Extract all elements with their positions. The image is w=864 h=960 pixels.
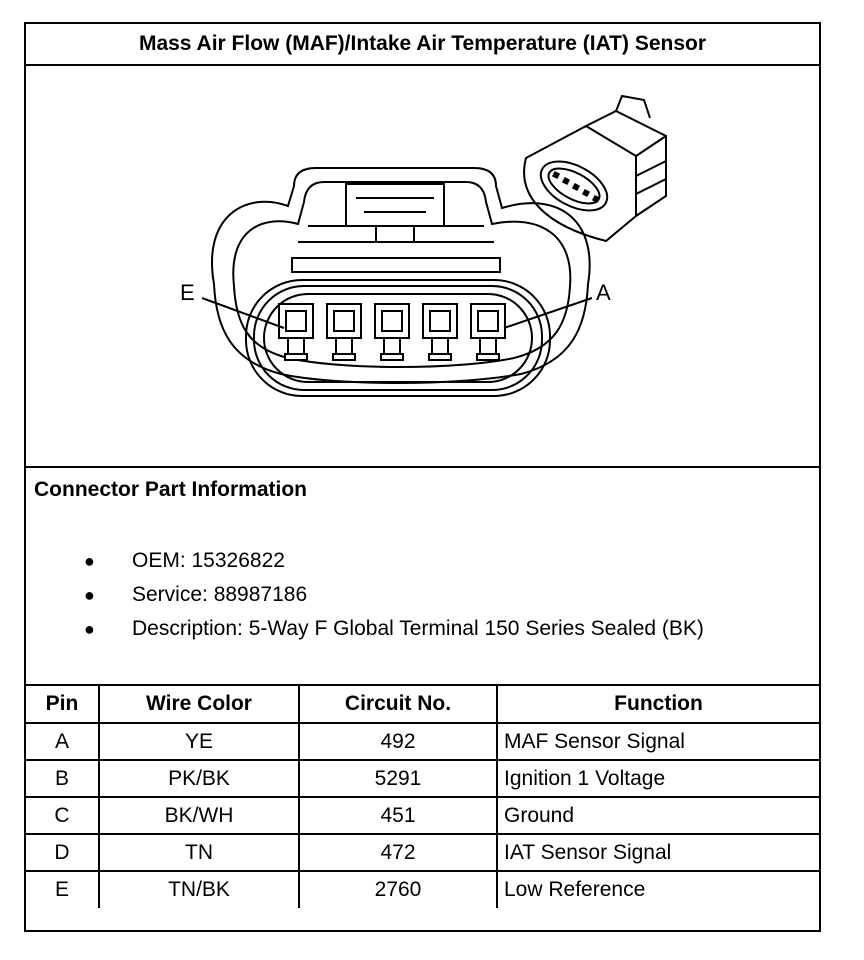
connector-info-heading: Connector Part Information xyxy=(34,478,308,501)
connector-outer-housing xyxy=(211,167,591,384)
table-row: C BK/WH 451 Ground xyxy=(26,796,819,835)
cell-circuit-no: 492 xyxy=(298,722,498,761)
cell-function: MAF Sensor Signal xyxy=(496,722,819,761)
terminal-b xyxy=(422,303,458,361)
pin-table: Pin Wire Color Circuit No. Function A YE… xyxy=(26,686,819,908)
bullet-icon: ● xyxy=(84,585,95,605)
leader-line-e xyxy=(201,297,285,329)
cell-function: Ignition 1 Voltage xyxy=(496,759,819,798)
bullet-icon: ● xyxy=(84,551,95,571)
bullet-icon: ● xyxy=(84,619,95,639)
terminal-e xyxy=(278,303,314,361)
latch-detail xyxy=(356,197,434,213)
header-circuit-no: Circuit No. xyxy=(298,686,498,724)
connector-iso-view xyxy=(523,94,667,243)
cell-circuit-no: 472 xyxy=(298,833,498,872)
connector-drawing: E A xyxy=(180,94,667,397)
cell-wire-color: BK/WH xyxy=(98,796,300,835)
cell-function: Low Reference xyxy=(496,870,819,908)
cell-circuit-no: 2760 xyxy=(298,870,498,908)
table-row: E TN/BK 2760 Low Reference xyxy=(26,870,819,908)
cavity-ring-inner xyxy=(263,293,533,383)
leader-line-a xyxy=(503,297,593,329)
header-function: Function xyxy=(496,686,819,724)
header-pin: Pin xyxy=(26,686,100,724)
table-row: A YE 492 MAF Sensor Signal xyxy=(26,722,819,761)
cell-pin: D xyxy=(26,833,100,872)
cell-pin: B xyxy=(26,759,100,798)
connector-part-info: Connector Part Information ● OEM: 153268… xyxy=(26,468,819,686)
cavity-ring-mid xyxy=(253,285,543,391)
connector-inner-housing xyxy=(232,181,572,368)
pin-label-a: A xyxy=(596,280,611,305)
cell-pin: C xyxy=(26,796,100,835)
info-item-text: Description: 5-Way F Global Terminal 150… xyxy=(132,617,704,640)
cell-circuit-no: 451 xyxy=(298,796,498,835)
info-item-text: Service: 88987186 xyxy=(132,583,308,606)
cell-wire-color: YE xyxy=(98,722,300,761)
cell-function: IAT Sensor Signal xyxy=(496,833,819,872)
terminal-d xyxy=(326,303,362,361)
table-row: B PK/BK 5291 Ignition 1 Voltage xyxy=(26,759,819,798)
connector-sheet: Mass Air Flow (MAF)/Intake Air Temperatu… xyxy=(24,22,821,932)
cell-pin: E xyxy=(26,870,100,908)
cell-pin: A xyxy=(26,722,100,761)
table-header-row: Pin Wire Color Circuit No. Function xyxy=(26,686,819,724)
table-row: D TN 472 IAT Sensor Signal xyxy=(26,833,819,872)
info-item-text: OEM: 15326822 xyxy=(132,549,285,572)
pin-label-e: E xyxy=(180,280,195,305)
cell-function: Ground xyxy=(496,796,819,835)
sheet-title: Mass Air Flow (MAF)/Intake Air Temperatu… xyxy=(26,24,819,66)
cell-wire-color: TN/BK xyxy=(98,870,300,908)
cell-circuit-no: 5291 xyxy=(298,759,498,798)
terminal-a xyxy=(470,303,506,361)
cell-wire-color: TN xyxy=(98,833,300,872)
header-wire-color: Wire Color xyxy=(98,686,300,724)
cavity-ring-outer xyxy=(245,279,551,397)
cell-wire-color: PK/BK xyxy=(98,759,300,798)
connector-figure: E A xyxy=(26,66,819,468)
flange-lines xyxy=(291,225,501,273)
terminal-c xyxy=(374,303,410,361)
